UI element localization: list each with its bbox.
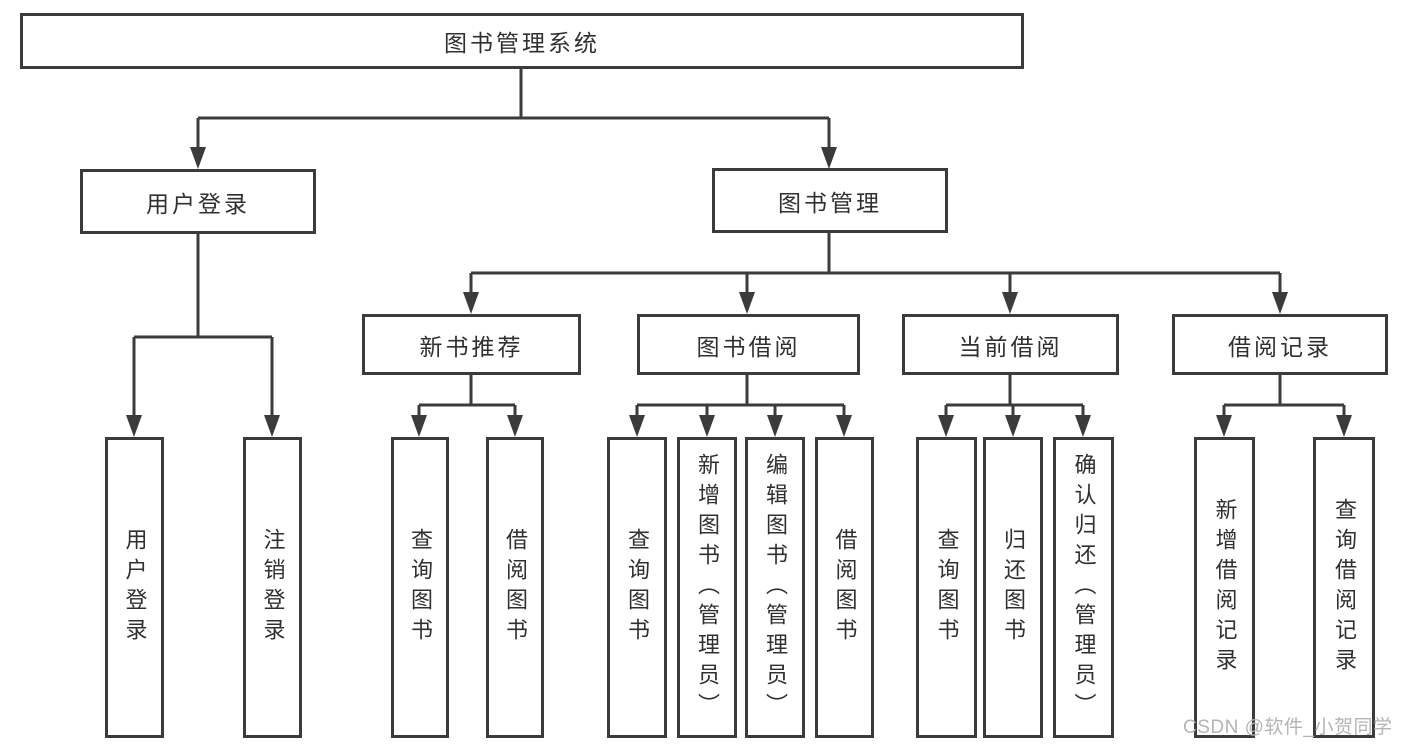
node-borrowing-edit-books-admin-label: 编辑图书（管理员） <box>763 452 788 723</box>
node-book-management: 图书管理 <box>712 168 948 233</box>
node-current-confirm-return-admin-label: 确认归还（管理员） <box>1071 452 1097 723</box>
node-borrowing-add-books-admin-label: 新增图书（管理员） <box>695 452 720 723</box>
node-recommend-query-books-label: 查询图书 <box>408 527 433 648</box>
node-user-login-group-label: 用户登录 <box>146 190 250 217</box>
node-logout-login-label: 注销登录 <box>260 527 286 648</box>
node-records-query-record: 查询借阅记录 <box>1313 437 1375 738</box>
node-borrowing-query-books: 查询图书 <box>607 437 667 738</box>
node-book-borrowing: 图书借阅 <box>637 314 860 375</box>
node-borrowing-borrow-books: 借阅图书 <box>815 437 874 738</box>
node-current-confirm-return-admin: 确认归还（管理员） <box>1053 437 1114 738</box>
node-user-login-label: 用户登录 <box>122 527 148 648</box>
node-current-query-books-label: 查询图书 <box>934 527 960 648</box>
node-root: 图书管理系统 <box>20 13 1024 69</box>
node-recommend-query-books: 查询图书 <box>391 437 449 738</box>
node-logout-login: 注销登录 <box>243 437 302 738</box>
csdn-watermark: CSDN @软件_小贺同学 <box>1183 717 1393 738</box>
node-recommend-borrow-books: 借阅图书 <box>486 437 544 738</box>
node-current-query-books: 查询图书 <box>916 437 977 738</box>
node-user-login: 用户登录 <box>105 437 164 738</box>
node-borrowing-borrow-books-label: 借阅图书 <box>832 527 858 648</box>
node-book-borrowing-label: 图书借阅 <box>696 333 801 360</box>
node-current-borrowing: 当前借阅 <box>902 314 1119 375</box>
node-current-return-books: 归还图书 <box>983 437 1043 738</box>
node-root-label: 图书管理系统 <box>444 30 600 56</box>
node-records-add-record-label: 新增借阅记录 <box>1212 497 1238 678</box>
node-recommend-borrow-books-label: 借阅图书 <box>503 527 528 648</box>
node-borrowing-add-books-admin: 新增图书（管理员） <box>677 437 737 738</box>
node-records-query-record-label: 查询借阅记录 <box>1332 497 1357 678</box>
node-new-book-recommend-label: 新书推荐 <box>419 333 524 360</box>
node-borrowing-query-books-label: 查询图书 <box>625 527 650 648</box>
node-borrowing-edit-books-admin: 编辑图书（管理员） <box>745 437 805 738</box>
node-borrowing-records-label: 借阅记录 <box>1228 333 1332 360</box>
arrowheads <box>126 147 1352 437</box>
node-borrowing-records: 借阅记录 <box>1172 314 1388 375</box>
node-current-return-books-label: 归还图书 <box>1001 527 1026 648</box>
node-current-borrowing-label: 当前借阅 <box>958 333 1063 360</box>
node-records-add-record: 新增借阅记录 <box>1194 437 1255 738</box>
node-user-login-group: 用户登录 <box>80 169 316 234</box>
node-new-book-recommend: 新书推荐 <box>362 314 581 375</box>
node-book-management-label: 图书管理 <box>778 189 882 216</box>
